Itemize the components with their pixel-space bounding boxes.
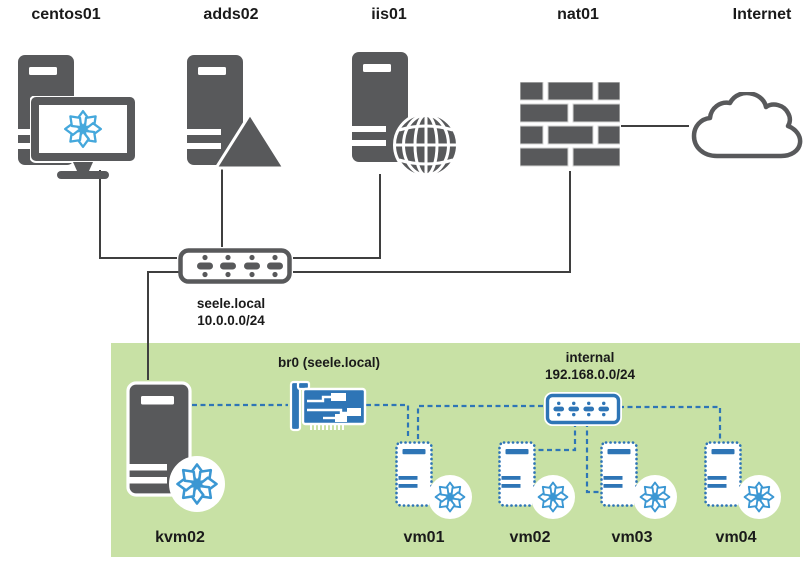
centos-logo-icon [537, 481, 569, 513]
centos01-monitor [30, 96, 136, 180]
link-centos01-switch [99, 170, 177, 259]
ad-triangle-icon [214, 112, 286, 170]
monitor-icon [30, 96, 136, 179]
nat01-label: nat01 [557, 6, 599, 23]
lan-name-label: seele.local [196, 296, 266, 311]
nat01-node [520, 82, 620, 170]
adds02-label: adds02 [203, 6, 259, 23]
link-internal-switch-vm02 [537, 422, 577, 452]
link-iis01-switch [293, 174, 381, 259]
centos01-label: centos01 [31, 6, 101, 23]
internal-cidr-label: 192.168.0.0/24 [544, 367, 636, 382]
switch-icon [178, 248, 292, 284]
centos-logo-icon [63, 109, 103, 149]
vm04-label: vm04 [715, 529, 757, 546]
lan-cidr-label: 10.0.0.0/24 [197, 313, 265, 328]
globe-icon [393, 112, 459, 178]
centos-logo-icon [639, 481, 671, 513]
adds02-role [213, 111, 287, 171]
kvm02-label: kvm02 [155, 529, 205, 546]
internal-name-label: internal [565, 350, 615, 365]
switch-icon [544, 392, 622, 426]
vm01-label: vm01 [403, 529, 445, 546]
lan-switch [178, 248, 292, 284]
vm03-label: vm03 [611, 529, 653, 546]
internal-switch [544, 392, 622, 426]
vm02-centos-badge [531, 475, 575, 519]
br0-node [289, 380, 369, 434]
link-br0-vm01 [366, 403, 410, 439]
vm03-centos-badge [633, 475, 677, 519]
nic-card-icon [289, 380, 367, 432]
iis01-role [391, 110, 461, 180]
centos-logo-icon [743, 481, 775, 513]
iis01-label: iis01 [371, 6, 407, 23]
centos-logo-icon [434, 481, 466, 513]
link-internal-switch-vm03 [585, 422, 599, 494]
internet-node [690, 92, 805, 162]
firewall-icon [520, 82, 620, 167]
kvm02-centos-badge [169, 456, 225, 512]
vm04-centos-badge [737, 475, 781, 519]
cloud-icon [691, 92, 803, 159]
vm01-centos-badge [428, 475, 472, 519]
virtualization-host-boundary [111, 343, 800, 557]
bridge-label: br0 (seele.local) [277, 355, 381, 370]
vm02-label: vm02 [509, 529, 551, 546]
link-switch-kvm02 [147, 271, 179, 380]
link-vm01-internal-switch [416, 404, 544, 439]
internet-label: Internet [732, 6, 792, 23]
link-nat01-switch [293, 171, 571, 273]
centos-logo-icon [176, 463, 218, 505]
link-internal-switch-vm04 [619, 405, 722, 439]
